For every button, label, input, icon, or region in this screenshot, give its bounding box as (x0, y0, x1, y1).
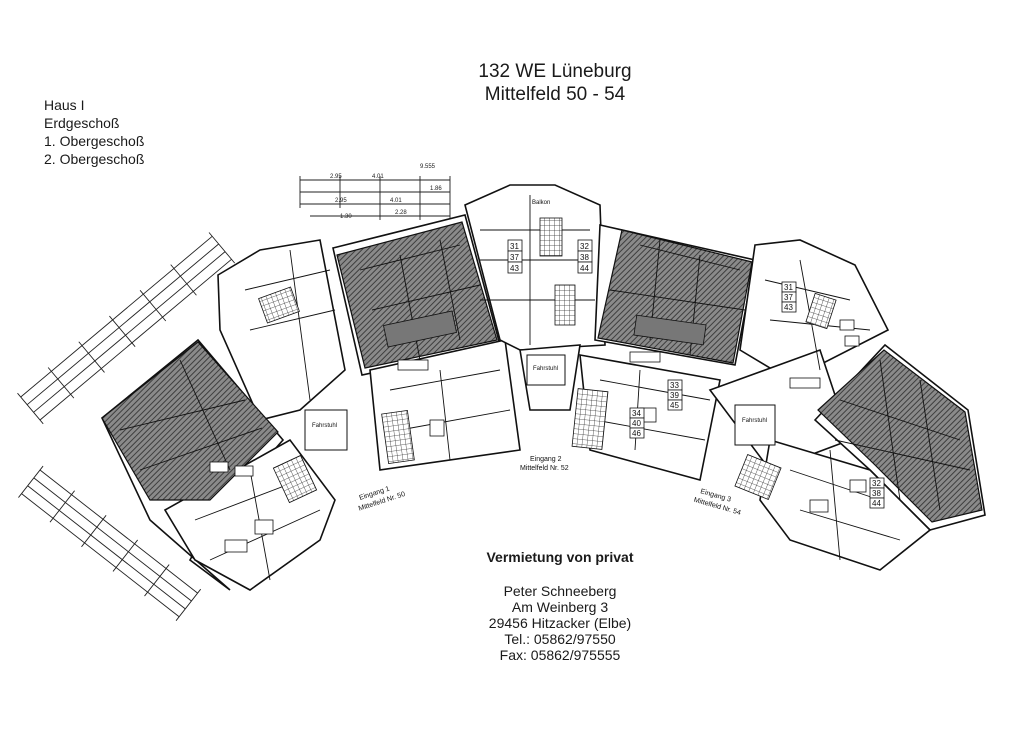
svg-text:2.28: 2.28 (395, 210, 407, 216)
unit-number: 38 (580, 253, 589, 262)
unit-number: 44 (872, 499, 881, 508)
svg-text:1.86: 1.86 (430, 186, 442, 192)
unit-number: 44 (580, 264, 589, 273)
svg-text:4.01: 4.01 (372, 174, 384, 180)
elevator-center (526, 354, 566, 386)
unit-number: 37 (510, 253, 519, 262)
fixtures (209, 319, 867, 553)
unit-number: 38 (872, 489, 881, 498)
contact-fax: Fax: 05862/975555 (499, 647, 621, 663)
unit-number-boxes: 31 37 43 32 38 44 33 39 45 34 40 46 31 3… (507, 239, 885, 509)
svg-text:2.95: 2.95 (335, 198, 347, 204)
title-line-1: 132 WE Lüneburg (478, 61, 632, 82)
tiled-rooms (258, 217, 837, 504)
level-first-floor: 1. Obergeschoß (44, 133, 145, 149)
unit-number: 43 (510, 264, 519, 273)
unit-number: 33 (670, 381, 679, 390)
level-second-floor: 2. Obergeschoß (44, 151, 145, 167)
elevators (304, 354, 776, 451)
unit-number: 32 (580, 242, 589, 251)
elevator-label-west: Fahrstuhl (312, 423, 337, 429)
level-ground-floor: Erdgeschoß (44, 115, 120, 131)
contact-name: Peter Schneeberg (503, 583, 617, 599)
elevator-label-center: Fahrstuhl (533, 366, 558, 372)
entrance-2-label: Eingang 2 (530, 456, 562, 463)
unit-number: 34 (632, 409, 641, 418)
plan-title: 132 WE Lüneburg Mittelfeld 50 - 54 (420, 60, 690, 106)
dimension-text: 2.95 4.01 2.95 4.01 1.30 2.28 9.555 1.86 (330, 164, 442, 220)
title-line-2: Mittelfeld 50 - 54 (484, 84, 626, 105)
unit-number: 39 (670, 391, 679, 400)
dimension-lines-left (17, 176, 451, 621)
unit-number: 31 (510, 242, 519, 251)
elevator-west (304, 409, 348, 451)
contact-street: Am Weinberg 3 (511, 599, 609, 615)
unit-number: 40 (632, 419, 641, 428)
unit-number: 43 (784, 303, 793, 312)
svg-text:1.30: 1.30 (340, 214, 352, 220)
svg-text:9.555: 9.555 (420, 164, 436, 170)
unit-number: 46 (632, 429, 641, 438)
level-house: Haus I (44, 97, 85, 113)
contact-city: 29456 Hitzacker (Elbe) (488, 615, 632, 631)
elevator-label-east: Fahrstuhl (742, 418, 767, 424)
svg-text:2.95: 2.95 (330, 174, 342, 180)
unit-number: 37 (784, 293, 793, 302)
contact-phone: Tel.: 05862/97550 (504, 631, 616, 647)
unit-number: 32 (872, 479, 881, 488)
interior-walls (119, 195, 971, 581)
rental-heading: Vermietung von privat (486, 549, 634, 565)
entrance-2-address: Mittelfeld Nr. 52 (520, 465, 569, 472)
svg-text:4.01: 4.01 (390, 198, 402, 204)
unit-number: 45 (670, 401, 679, 410)
elevator-east (734, 404, 776, 446)
balcony-label: Balkon (532, 200, 550, 206)
unit-number: 31 (784, 283, 793, 292)
contact-block: Vermietung von privat Peter Schneeberg A… (430, 549, 690, 663)
floor-levels-legend: Haus I Erdgeschoß 1. Obergeschoß 2. Ober… (44, 96, 144, 168)
